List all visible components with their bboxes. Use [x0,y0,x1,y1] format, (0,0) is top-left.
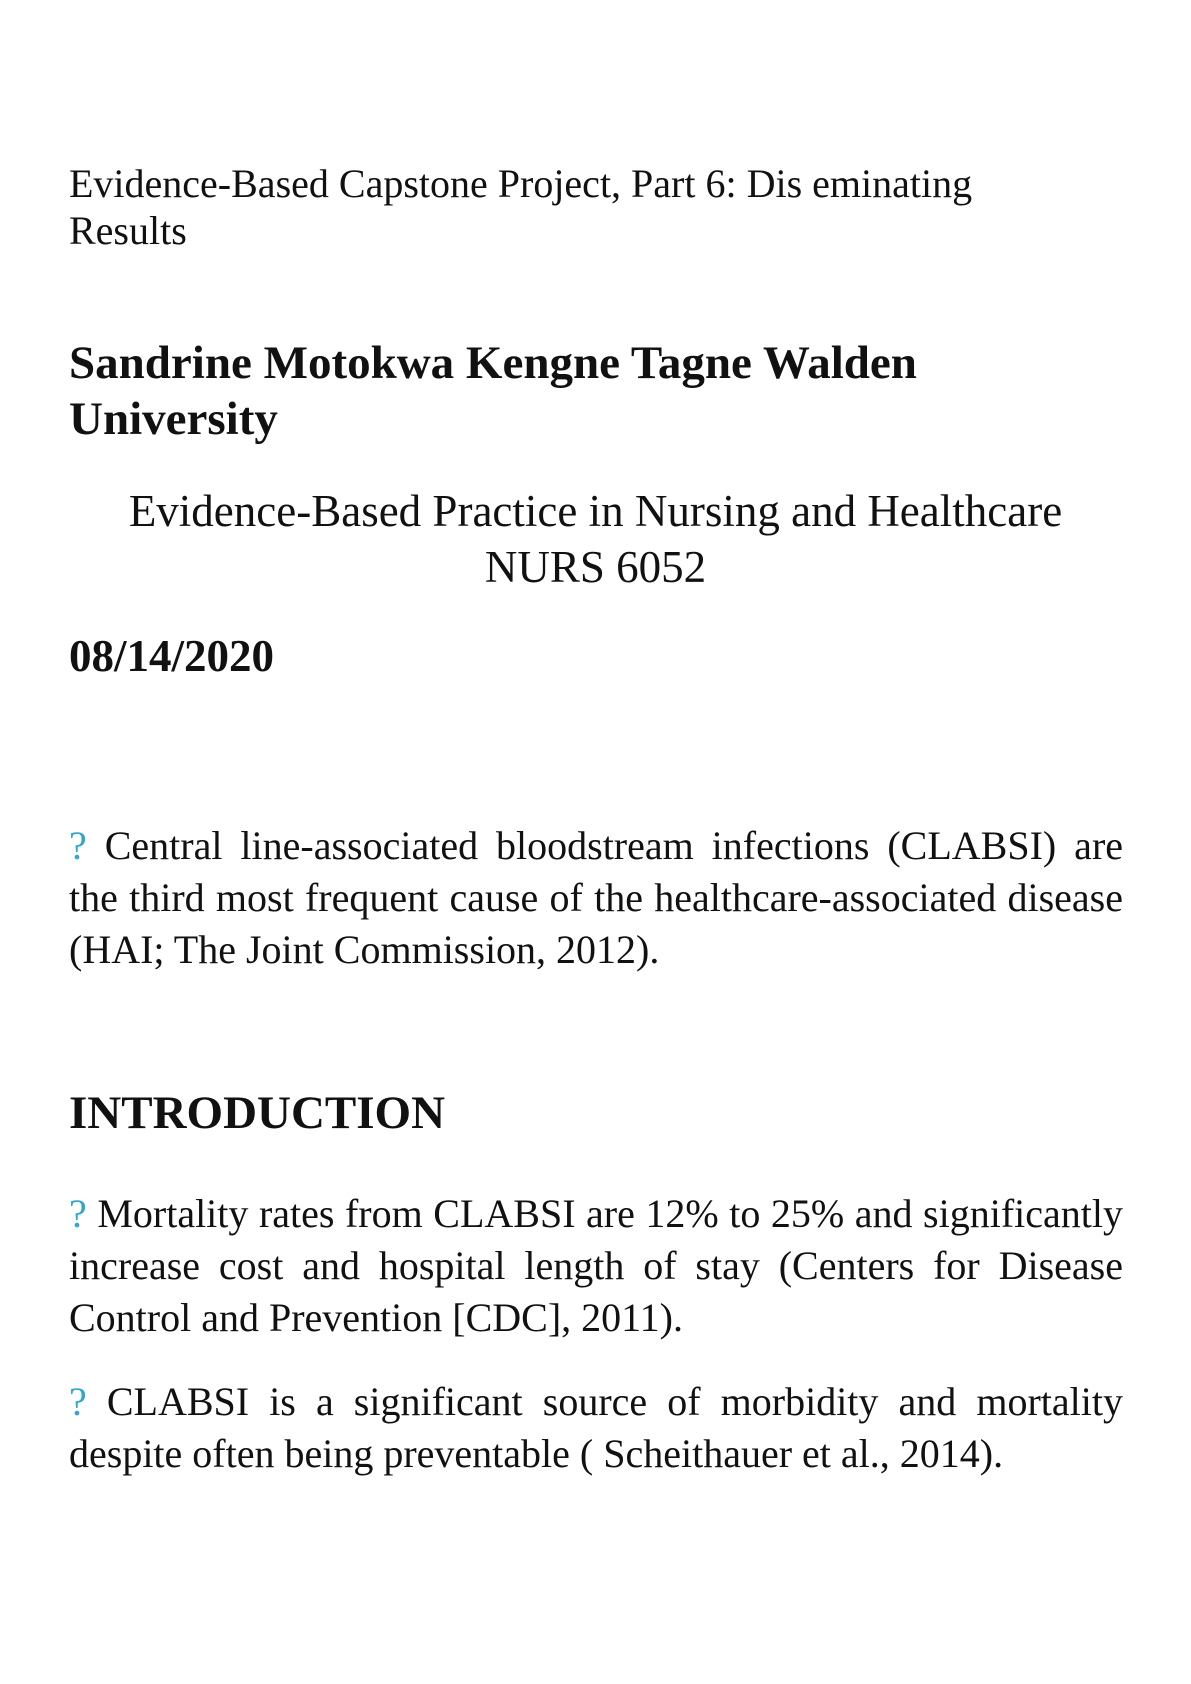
bullet-icon: ? [69,1379,87,1424]
document-title: Evidence-Based Capstone Project, Part 6:… [69,161,973,253]
paragraph-mortality-rates: ? Mortality rates from CLABSI are 12% to… [69,1188,1123,1344]
paragraph-morbidity: ? CLABSI is a significant source of morb… [69,1376,1123,1480]
paragraph-text: Central line-associated bloodstream infe… [69,823,1124,972]
document-date: 08/14/2020 [69,631,275,681]
bullet-icon: ? [69,823,87,868]
bullet-icon: ? [69,1191,87,1236]
paragraph-text: CLABSI is a significant source of morbid… [69,1379,1123,1476]
course-block: Evidence-Based Practice in Nursing and H… [69,483,1122,595]
paragraph-clabsi-frequency: ? Central line-associated bloodstream in… [69,820,1123,976]
author-line: Sandrine Motokwa Kengne Tagne Walden Uni… [69,337,917,445]
paragraph-text: Mortality rates from CLABSI are 12% to 2… [69,1191,1124,1340]
course-name: Evidence-Based Practice in Nursing and H… [128,486,1063,536]
course-code: NURS 6052 [484,542,707,592]
section-heading-introduction: INTRODUCTION [69,1087,446,1139]
